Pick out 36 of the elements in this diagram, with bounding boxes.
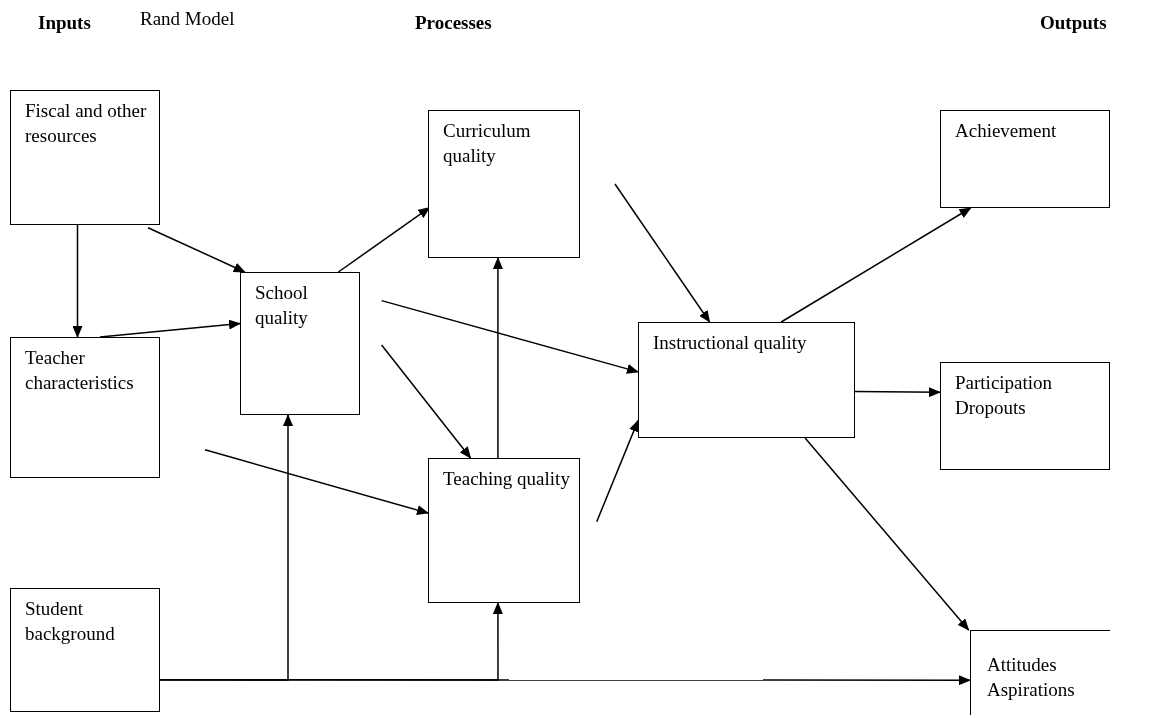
node-label: School quality xyxy=(255,281,309,330)
arrow xyxy=(614,183,711,323)
node-label: Curriculum quality xyxy=(443,119,532,168)
process-box xyxy=(240,272,360,415)
node-label: Student background xyxy=(25,597,116,646)
process-box xyxy=(638,322,855,438)
node-label: Attitudes Aspirations xyxy=(987,653,1076,702)
arrow xyxy=(595,419,639,523)
arrow xyxy=(492,257,503,459)
arrow xyxy=(380,344,472,459)
column-heading: Outputs xyxy=(1040,12,1107,34)
node-label: Teacher characteristics xyxy=(25,346,135,395)
arrow xyxy=(159,602,503,681)
column-heading: Inputs xyxy=(38,12,91,34)
process-box xyxy=(10,588,160,712)
process-box xyxy=(940,110,1110,208)
arrow xyxy=(380,299,639,374)
process-box xyxy=(428,110,580,258)
node-label: Fiscal and other resources xyxy=(25,99,148,148)
arrow xyxy=(804,437,970,631)
node-label: Achievement xyxy=(955,119,1058,143)
arrow xyxy=(204,449,429,515)
arrow xyxy=(72,224,83,338)
node-label: Teaching quality xyxy=(443,467,571,491)
column-heading: Processes xyxy=(415,12,492,34)
arrow xyxy=(854,387,941,398)
node-label: Instructional quality xyxy=(653,331,808,355)
diagram-title: Rand Model xyxy=(140,8,235,30)
process-box xyxy=(10,337,160,478)
node-label: Participation Dropouts xyxy=(955,371,1054,420)
open-box xyxy=(970,630,1110,715)
process-box xyxy=(940,362,1110,470)
process-box xyxy=(10,90,160,225)
process-box xyxy=(428,458,580,603)
arrow xyxy=(147,226,246,273)
arrow xyxy=(780,207,972,323)
